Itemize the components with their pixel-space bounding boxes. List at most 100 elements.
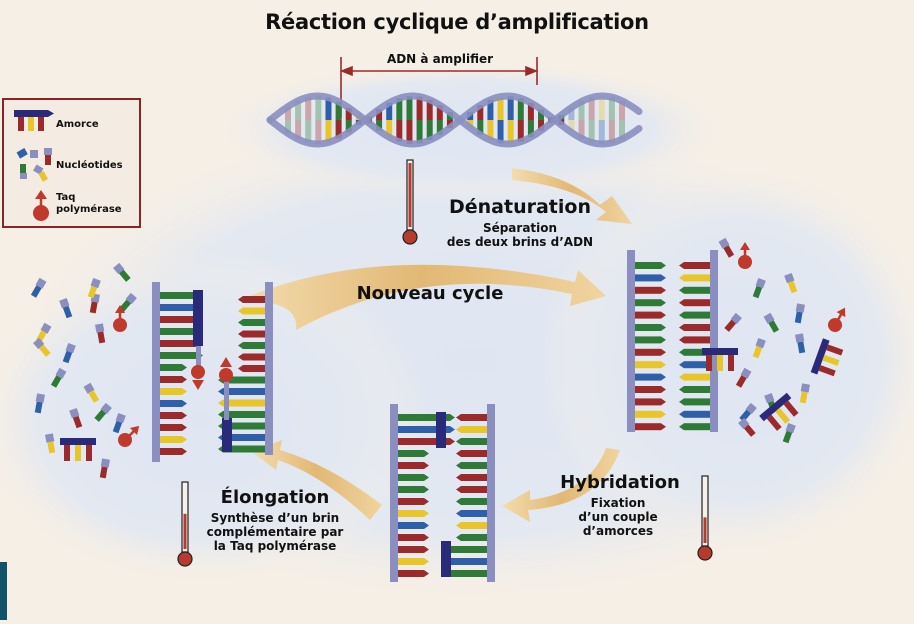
primer-base [86,445,92,461]
new-strand [224,380,229,420]
nucleotide [160,376,182,383]
nucleotide [461,510,487,517]
nucleotide [243,342,265,349]
legend-item-primer: Amorce [56,119,99,131]
dna-strand-backbone [265,282,273,455]
primer-base [75,445,81,461]
nucleotide [160,436,182,443]
thermometer-level [409,163,412,227]
nucleotide [635,398,661,405]
nucleotide [461,450,487,457]
nucleotide [160,304,198,311]
nucleotide [243,331,265,338]
nucleotide [635,299,661,306]
taq-polymerase-icon [33,190,49,221]
nucleotide-sugar [101,458,110,467]
dna-strand-backbone [390,404,398,582]
nucleotide [398,486,424,493]
nucleotide [461,498,487,505]
legend-item-nucleotides: Nucléotides [56,160,123,172]
nucleotide [223,388,265,395]
nucleotide [684,312,710,319]
description-line: d’un couple [548,510,688,524]
nucleotide [635,374,661,381]
nucleotide-sugar [95,323,104,332]
nucleotide [243,296,265,303]
legend-icons [8,100,58,226]
primer [441,541,451,577]
dna-range-label: ADN à amplifier [340,52,540,66]
dna-strand-backbone [627,250,635,432]
description-line: Synthèse d’un brin [180,511,370,525]
nucleotide [398,474,424,481]
step-elongation-description: Synthèse d’un brin complémentaire par la… [180,511,370,553]
nucleotide [243,319,265,326]
nucleotide [160,400,182,407]
nucleotide [398,498,424,505]
nucleotide [684,386,710,393]
nucleotide [160,316,198,323]
nucleotide [684,299,710,306]
nucleotide [635,386,661,393]
nucleotide [635,336,661,343]
page-title: Réaction cyclique d’amplification [0,10,914,34]
primer-bar [702,348,738,355]
nucleotide [447,558,487,565]
nucleotide [223,400,265,407]
nucleotide [243,354,265,361]
nucleotide [635,349,661,356]
nucleotide [461,522,487,529]
step-new-cycle-title: Nouveau cycle [340,283,520,304]
nucleotide [160,328,198,335]
thermometer-bulb [178,552,192,566]
description-line: la Taq polymérase [180,539,370,553]
nucleotide [160,424,182,431]
description-line: des deux brins d’ADN [400,235,640,249]
taq-polymerase [191,365,205,379]
primer-icon [14,110,54,131]
nucleotide [160,448,182,455]
description-line: complémentaire par [180,525,370,539]
primer-base [64,445,70,461]
taq-polymerase [219,368,233,382]
dna-strand-backbone [152,282,160,462]
nucleotide [398,534,424,541]
nucleotide [684,423,710,430]
nucleotide [398,558,424,565]
nucleotide [635,312,661,319]
nucleotide [635,324,661,331]
nucleotide [398,522,424,529]
description-line: Séparation [400,221,640,235]
nucleotide [635,411,661,418]
nucleotide [243,308,265,315]
nucleotide [398,462,424,469]
step-elongation-title: Élongation [190,487,360,508]
primer [193,290,203,346]
nucleotide [461,474,487,481]
dna-strand-backbone [487,404,495,582]
taq-body [738,255,752,269]
nucleotide [398,570,424,577]
nucleotide [635,262,661,269]
nucleotide [461,426,487,433]
step-hybridation-description: Fixation d’un couple d’amorces [548,496,688,538]
free-primer [60,438,96,461]
nucleotide [684,287,710,294]
nucleotide [461,534,487,541]
nucleotide [461,414,487,421]
nucleotide [447,570,487,577]
nucleotide [223,411,265,418]
nucleotide [684,324,710,331]
legend-label-line: Taq [56,192,122,204]
nucleotide [398,546,424,553]
nucleotide [684,398,710,405]
primer [222,418,232,452]
primer-bar [60,438,96,445]
nucleotide [635,287,661,294]
nucleotide [461,438,487,445]
primer [436,412,446,448]
primer-base [706,355,712,371]
thermometer-level [704,517,707,543]
